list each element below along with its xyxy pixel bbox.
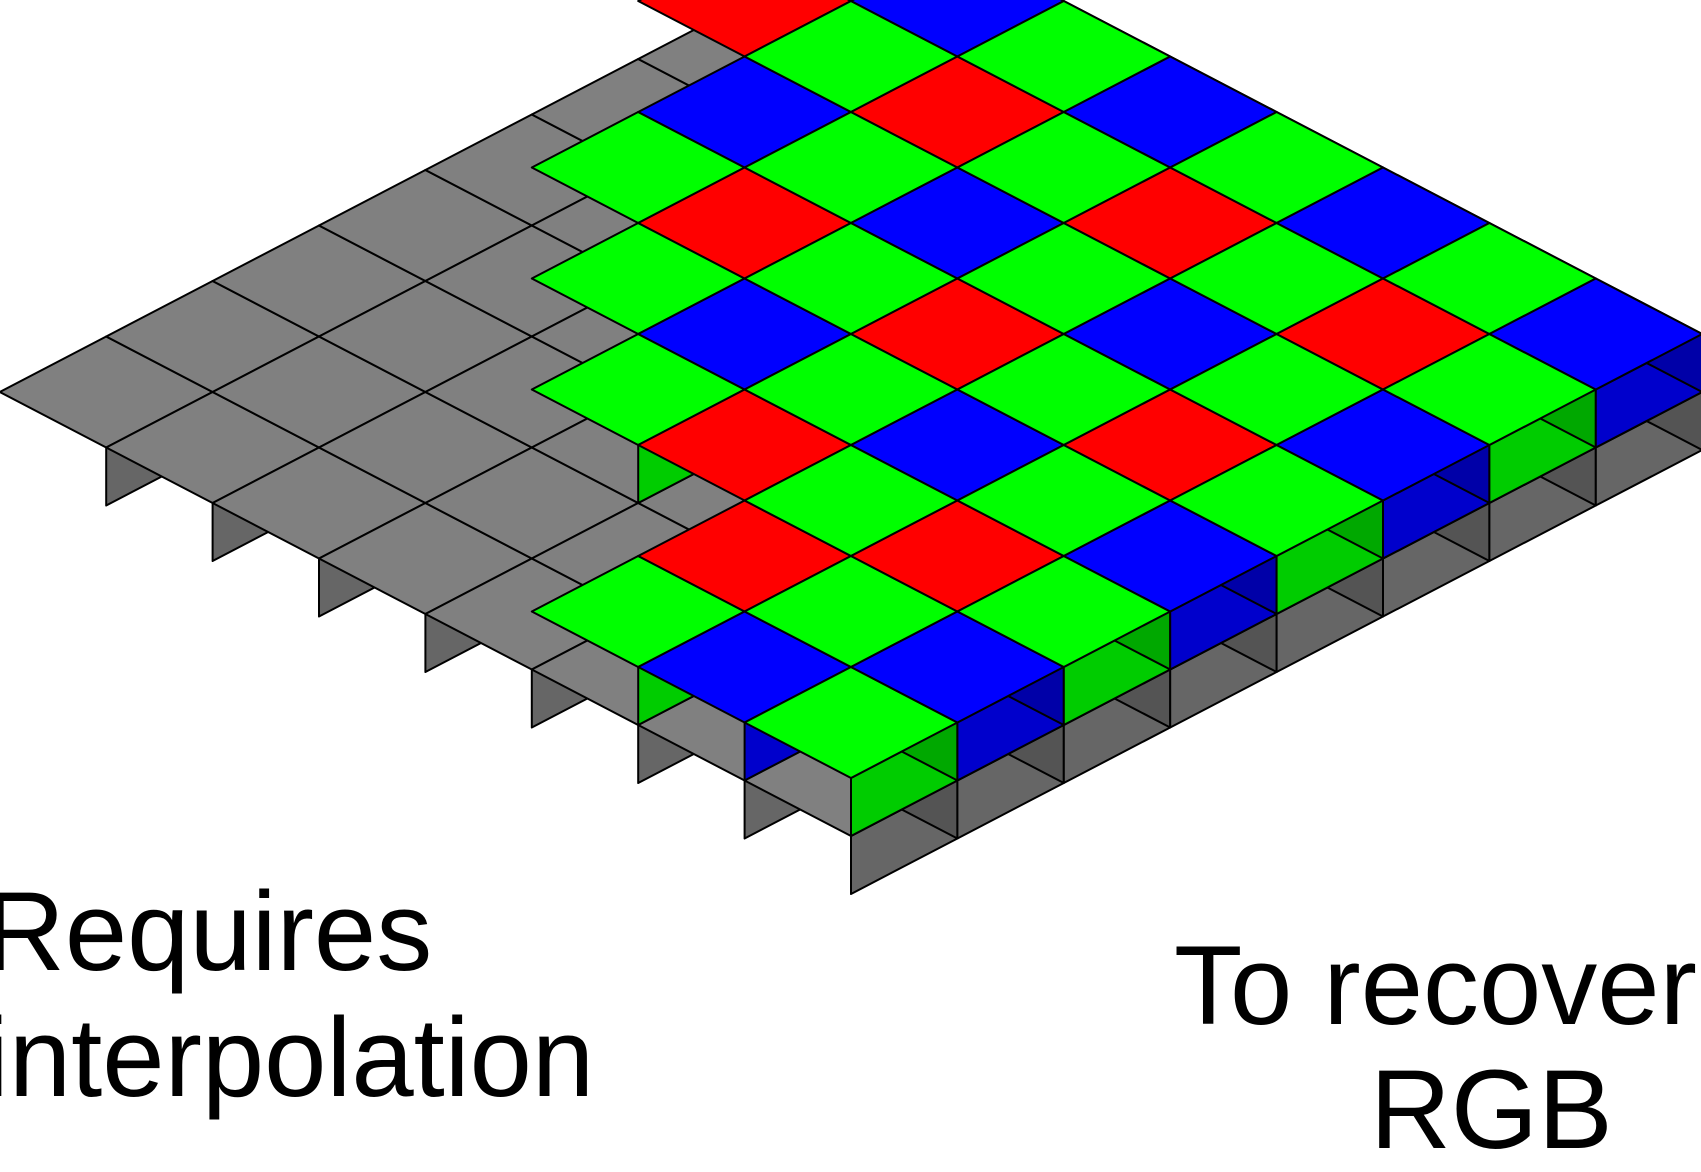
caption-left-line2: interpolation [0,1002,594,1114]
caption-left-line1: Requires [0,876,432,988]
caption-right-line2: RGB [1370,1054,1613,1166]
caption-right-line1: To recover [1174,930,1697,1042]
